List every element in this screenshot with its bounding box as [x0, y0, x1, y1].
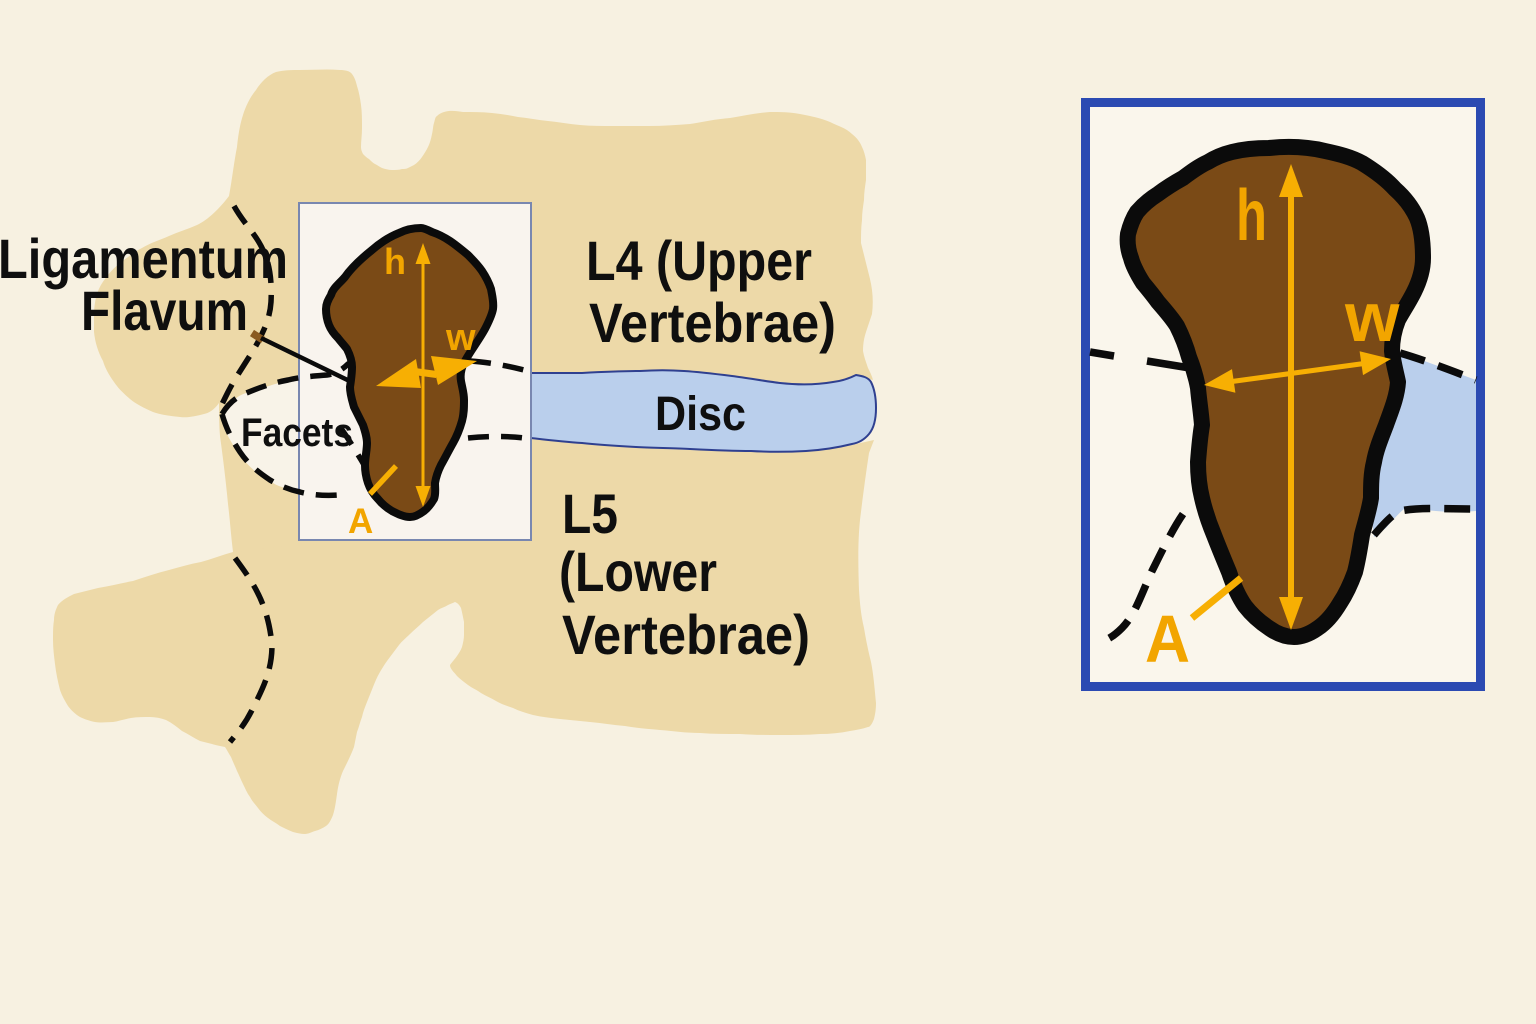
svg-text:A: A — [1145, 602, 1190, 677]
svg-text:h: h — [384, 241, 406, 282]
svg-text:Facets: Facets — [241, 411, 353, 455]
svg-text:L4 (Upper: L4 (Upper — [586, 229, 812, 292]
svg-text:Flavum: Flavum — [81, 279, 248, 342]
svg-text:L5: L5 — [562, 482, 618, 545]
svg-text:A: A — [348, 502, 373, 541]
svg-text:Ligamentum: Ligamentum — [0, 227, 288, 290]
svg-text:h: h — [1236, 176, 1267, 256]
svg-text:Disc: Disc — [655, 388, 746, 441]
svg-text:Vertebrae): Vertebrae) — [562, 603, 810, 666]
svg-text:Vertebrae): Vertebrae) — [589, 291, 836, 354]
svg-text:(Lower: (Lower — [559, 540, 717, 603]
svg-text:w: w — [445, 317, 476, 359]
svg-text:w: w — [1344, 278, 1400, 356]
